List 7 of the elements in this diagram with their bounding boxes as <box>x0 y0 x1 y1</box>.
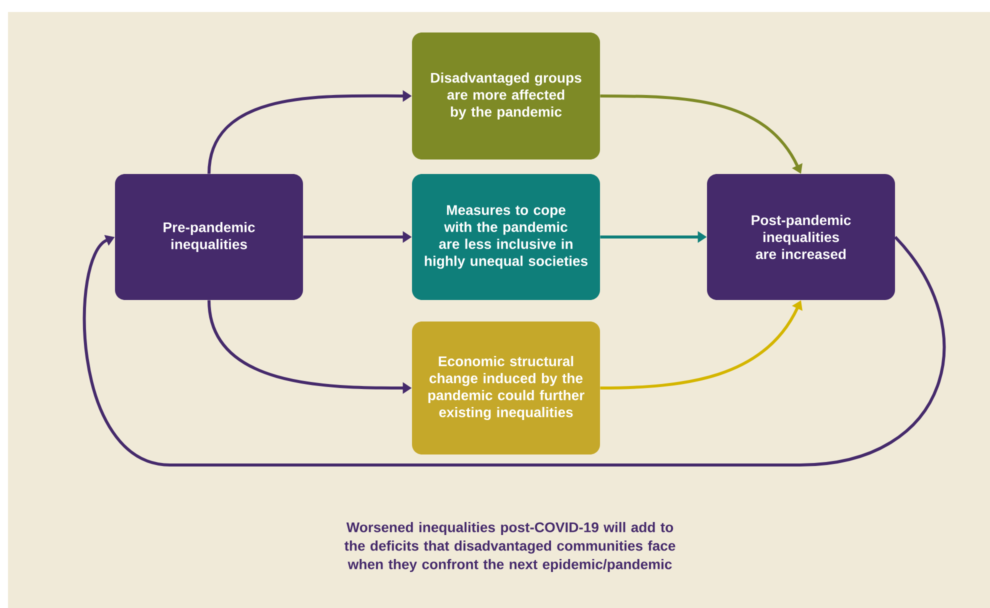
arrow <box>83 234 946 466</box>
process-box: Post-pandemic inequalities are increased <box>707 174 895 300</box>
process-box: Disadvantaged groups are more affected by the pandemic <box>412 32 600 160</box>
process-box: Economic structural change induced by the pandemic could further existing inequalities <box>412 322 600 454</box>
process-box: Measures to cope with the pandemic are less inclusive in highly unequal societies <box>412 174 600 300</box>
process-box: Pre-pandemic inequalities <box>115 174 303 300</box>
note-text: Worsened inequalities post-COVID-19 will add to the deficits that disadvantaged communities face when they confront the next epidemic/pandemic <box>344 522 676 572</box>
